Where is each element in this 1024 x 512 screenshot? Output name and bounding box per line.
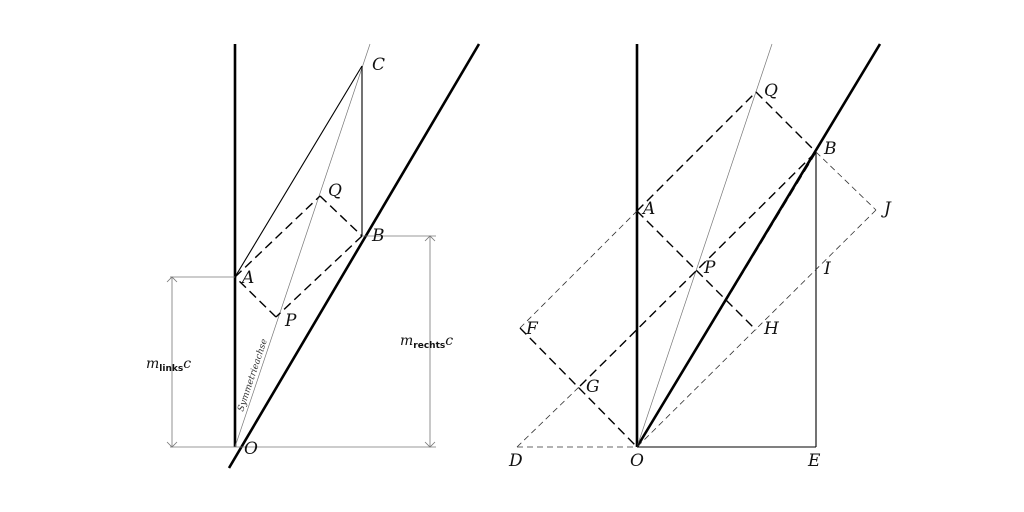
dim-left-tail: c — [183, 356, 191, 372]
label-H: H — [763, 319, 780, 339]
right-symmetry-axis — [636, 43, 773, 448]
dim-left-main: m — [146, 356, 159, 372]
label-O-right: O — [630, 451, 644, 471]
dim-left-label: mlinksc — [146, 356, 191, 374]
label-E: E — [807, 451, 821, 471]
line-A-C — [234, 65, 363, 278]
dim-left-sub: links — [159, 364, 183, 374]
dim-right-arrow-top — [424, 235, 436, 242]
dash-F-A — [519, 210, 638, 329]
dim-right-tail: c — [445, 333, 453, 349]
label-G: G — [586, 377, 600, 397]
dim-right-main: m — [400, 333, 413, 349]
dash-A-Q-right — [636, 91, 757, 212]
dash-D-G — [516, 385, 581, 448]
label-J: J — [881, 199, 892, 219]
dim-right-arrow-bottom — [424, 441, 436, 448]
label-Q-left: Q — [328, 181, 342, 201]
label-I: I — [823, 259, 831, 279]
label-D: D — [508, 451, 523, 471]
label-B-left: B — [371, 226, 385, 246]
left-slanted-line — [227, 43, 481, 469]
dash-A-Q — [234, 195, 321, 278]
label-A-left: A — [240, 268, 254, 288]
left-figure: C Q B A P O Symmetrieachse mlinksc mrech… — [146, 43, 481, 469]
dash-B-P — [275, 235, 363, 318]
label-O-left: O — [244, 439, 258, 459]
dim-left-arrow-bottom — [166, 441, 178, 448]
dash-J-O — [636, 209, 877, 448]
dash-G-B — [579, 151, 817, 387]
label-A-right: A — [641, 199, 655, 219]
label-P-left: P — [284, 311, 297, 331]
dash-Q-B — [319, 195, 363, 237]
dim-left-arrow-top — [166, 276, 178, 283]
label-F: F — [525, 319, 539, 339]
label-Q-right: Q — [764, 81, 778, 101]
dash-B-O-right — [636, 151, 817, 448]
dash-A-H — [636, 210, 757, 331]
dash-B-J — [815, 151, 877, 211]
label-C: C — [372, 55, 385, 75]
symmetry-axis-note: Symmetrieachse — [236, 338, 270, 413]
label-B-right: B — [823, 139, 837, 159]
label-P-right: P — [703, 258, 716, 278]
dash-Q-B-right — [755, 91, 817, 153]
dash-P-A — [234, 276, 277, 318]
dim-right-label: mrechtsc — [400, 333, 453, 351]
left-symmetry-axis — [234, 43, 371, 448]
dim-right-sub: rechts — [413, 341, 445, 351]
right-figure: Q B J A P I F H G D O E — [508, 43, 892, 471]
